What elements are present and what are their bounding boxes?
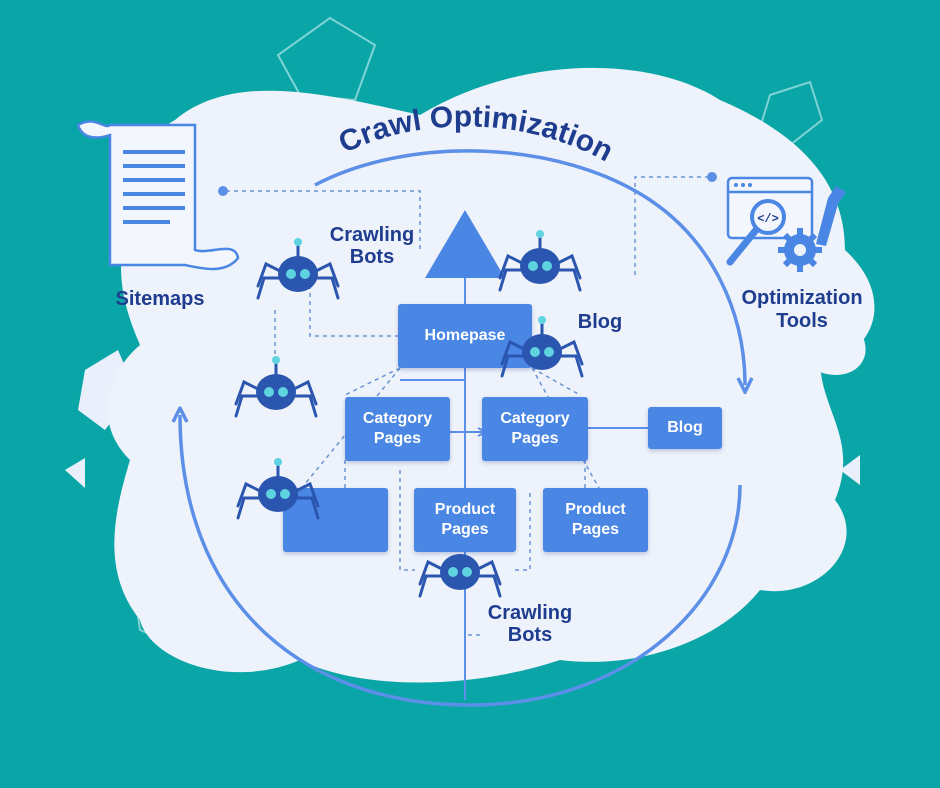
node-product-pages-right-line2: Pages	[571, 521, 620, 538]
node-product-pages-right[interactable]: Product Pages	[543, 488, 648, 552]
crawling-bots-label-bottom-line2: Bots	[507, 624, 553, 646]
optimization-tools-label-line1: Optimization	[741, 287, 863, 309]
node-product-pages-right-line1: Product	[565, 501, 626, 518]
dashed-connectors	[226, 176, 708, 636]
node-category-pages-left-line2: Pages	[373, 430, 422, 447]
sitemap-document-icon	[76, 120, 240, 271]
blog-tag-label: Blog	[577, 311, 623, 333]
svg-text:Crawl Optimization: Crawl Optimization	[334, 100, 619, 168]
node-category-pages-right[interactable]: Category Pages	[482, 397, 588, 461]
sitemaps-label: Sitemaps	[115, 288, 205, 310]
spider-bot-icon	[500, 316, 584, 378]
diagram-title: Crawl Optimization	[334, 100, 619, 168]
connector-dot-right	[707, 172, 717, 182]
connector-dot-left	[218, 186, 228, 196]
node-category-pages-right-line2: Pages	[511, 430, 559, 447]
svg-text:</>: </>	[757, 212, 779, 226]
blob-lobe-right	[800, 300, 866, 375]
optimization-tools-icon: </>	[726, 176, 846, 272]
top-triangle-node	[425, 210, 505, 278]
crawling-bots-label-top-line1: Crawling	[329, 224, 415, 246]
crawling-bots-label-bottom-line1: Crawling	[487, 602, 573, 624]
optimization-tools-label-line2: Tools	[776, 310, 828, 332]
spider-bot-icon	[256, 238, 340, 300]
crawling-bots-label-bottom: Crawling Bots	[470, 602, 590, 646]
crawling-bots-label-top-line2: Bots	[349, 246, 395, 268]
node-category-pages-left[interactable]: Category Pages	[345, 397, 450, 461]
cycle-arrow-left	[180, 415, 742, 707]
node-blog[interactable]: Blog	[648, 407, 722, 449]
node-category-pages-right-line1: Category	[500, 410, 570, 427]
spider-bot-icon	[234, 356, 318, 418]
node-product-pages-center-line2: Pages	[441, 521, 489, 538]
spider-bot-icon	[498, 230, 582, 292]
node-category-pages-left-line1: Category	[362, 410, 433, 427]
node-product-pages-center-line1: Product	[434, 501, 496, 518]
cycle-arrow-right	[314, 149, 745, 385]
spider-bot-icon	[418, 554, 502, 598]
node-product-pages-center[interactable]: Product Pages	[414, 488, 516, 552]
optimization-tools-label: Optimization Tools	[722, 287, 882, 333]
spider-bot-icon	[236, 458, 320, 520]
crawling-bots-label-top: Crawling Bots	[322, 224, 422, 268]
